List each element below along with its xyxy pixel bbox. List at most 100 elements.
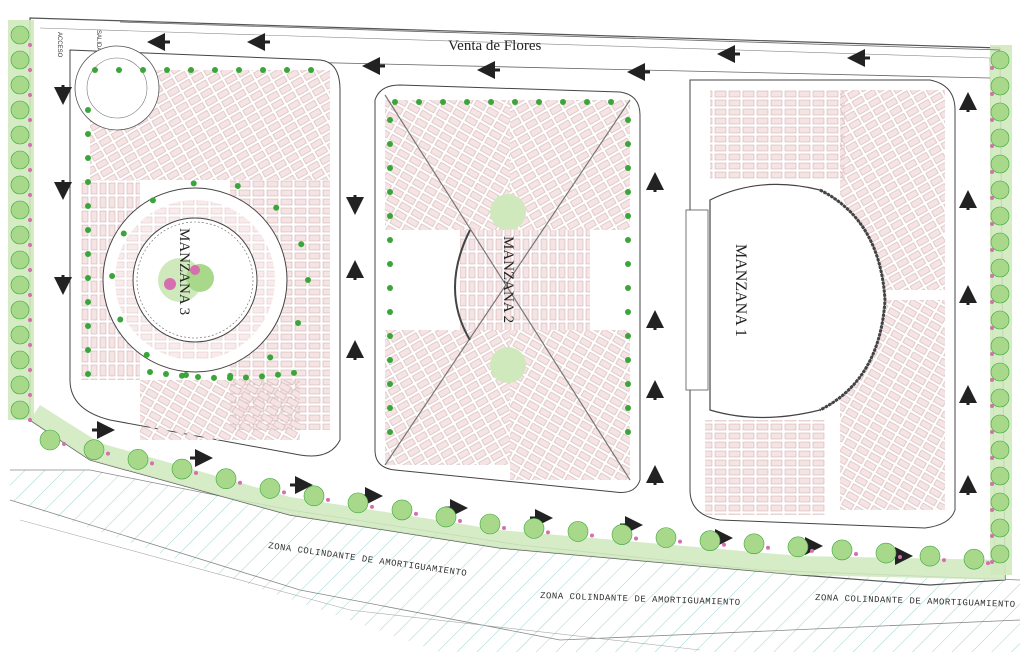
shrub-icon (699, 530, 721, 552)
shrub-icon (611, 524, 633, 545)
shrub-icon (990, 310, 1010, 330)
shrub-icon (990, 414, 1010, 434)
tree-icon (109, 273, 116, 280)
flower-icon (990, 378, 994, 382)
shrub-icon (567, 521, 589, 542)
flower-icon (990, 404, 994, 408)
tree-icon (85, 107, 91, 113)
flower-icon (28, 168, 32, 172)
tree-icon (149, 197, 156, 204)
flower-icon (678, 539, 682, 544)
flower-icon (370, 504, 374, 509)
shrub-icon (990, 102, 1010, 122)
tree-icon (267, 354, 274, 361)
shrub-icon (963, 548, 985, 570)
tree-icon (275, 371, 281, 378)
shrub-icon (83, 439, 105, 460)
shrub-icon (10, 250, 30, 270)
tree-icon (625, 285, 631, 291)
shrub-icon (990, 50, 1010, 70)
tree-icon (227, 372, 234, 379)
tree-icon (625, 405, 631, 411)
flower-icon (28, 43, 32, 47)
flower-icon (990, 274, 994, 278)
shrub-icon (990, 232, 1010, 252)
tree-icon (143, 351, 150, 358)
shrub-icon (990, 180, 1010, 200)
shrub-icon (990, 284, 1010, 304)
tree-icon (85, 251, 91, 257)
shrub-icon (127, 449, 149, 470)
flower-icon (990, 248, 994, 252)
flower-icon (106, 451, 110, 456)
flower-icon (986, 561, 990, 566)
shrub-icon (990, 544, 1010, 564)
shrub-icon (919, 545, 941, 567)
tree-icon (625, 141, 631, 147)
shrub-icon (990, 76, 1010, 96)
block-manzana-2: MANZANA 2 (374, 84, 641, 493)
tree-icon (387, 165, 393, 171)
tree-icon (92, 67, 98, 73)
shrub-icon (10, 75, 30, 95)
flower-icon (150, 461, 154, 466)
tree-icon (85, 323, 91, 329)
tree-icon (560, 99, 566, 105)
tree-icon (392, 99, 398, 105)
flower-icon (546, 530, 550, 535)
shrub-icon (10, 300, 30, 320)
block-manzana-3: MANZANA 3 (69, 45, 341, 457)
shrub-icon (259, 478, 281, 499)
tree-icon (387, 357, 393, 363)
flower-icon (990, 482, 994, 486)
flower-icon (458, 518, 462, 523)
shrub-icon (655, 527, 677, 548)
shrub-icon (10, 125, 30, 145)
tree-icon (236, 67, 242, 73)
flower-icon (898, 555, 902, 560)
tree-icon (211, 374, 217, 381)
tree-icon (308, 67, 314, 73)
tree-icon (512, 99, 518, 105)
tree-icon (387, 429, 393, 435)
tree-icon (387, 237, 393, 243)
shrub-icon (787, 536, 809, 558)
tree-icon (298, 241, 305, 248)
shrub-icon (990, 336, 1010, 356)
flower-icon (414, 511, 418, 516)
block-label-manzana-2: MANZANA 2 (500, 236, 516, 323)
flower-icon (28, 318, 32, 322)
shrub-icon (10, 350, 30, 370)
tree-icon (188, 67, 194, 73)
shrub-icon (990, 440, 1010, 460)
tree-icon (273, 204, 280, 211)
tree-icon (117, 316, 124, 323)
flower-icon (28, 368, 32, 372)
shrub-icon (743, 533, 765, 555)
flower-icon (238, 480, 242, 485)
shrub-icon (171, 458, 193, 480)
shrub-icon (10, 325, 30, 345)
flower-icon (990, 196, 994, 200)
flower-icon (326, 497, 330, 502)
tree-icon (625, 357, 631, 363)
flower-icon (62, 442, 66, 446)
flower-icon (28, 118, 32, 122)
flower-icon (990, 560, 994, 564)
tree-icon (387, 381, 393, 387)
tree-icon (625, 429, 631, 435)
flower-icon (28, 143, 32, 147)
block-manzana-1: MANZANA 1 (685, 79, 956, 529)
tree-icon (625, 309, 631, 315)
shrub-icon (435, 506, 457, 528)
shrub-icon (990, 492, 1010, 512)
flower-icon (990, 352, 994, 356)
flower-icon (990, 92, 994, 96)
tree-icon (625, 213, 631, 219)
entrance-label: ACCESO (56, 32, 62, 58)
shrub-icon (875, 542, 897, 564)
tree-icon (85, 179, 91, 185)
flower-icon (28, 93, 32, 97)
tree-icon (464, 99, 470, 105)
